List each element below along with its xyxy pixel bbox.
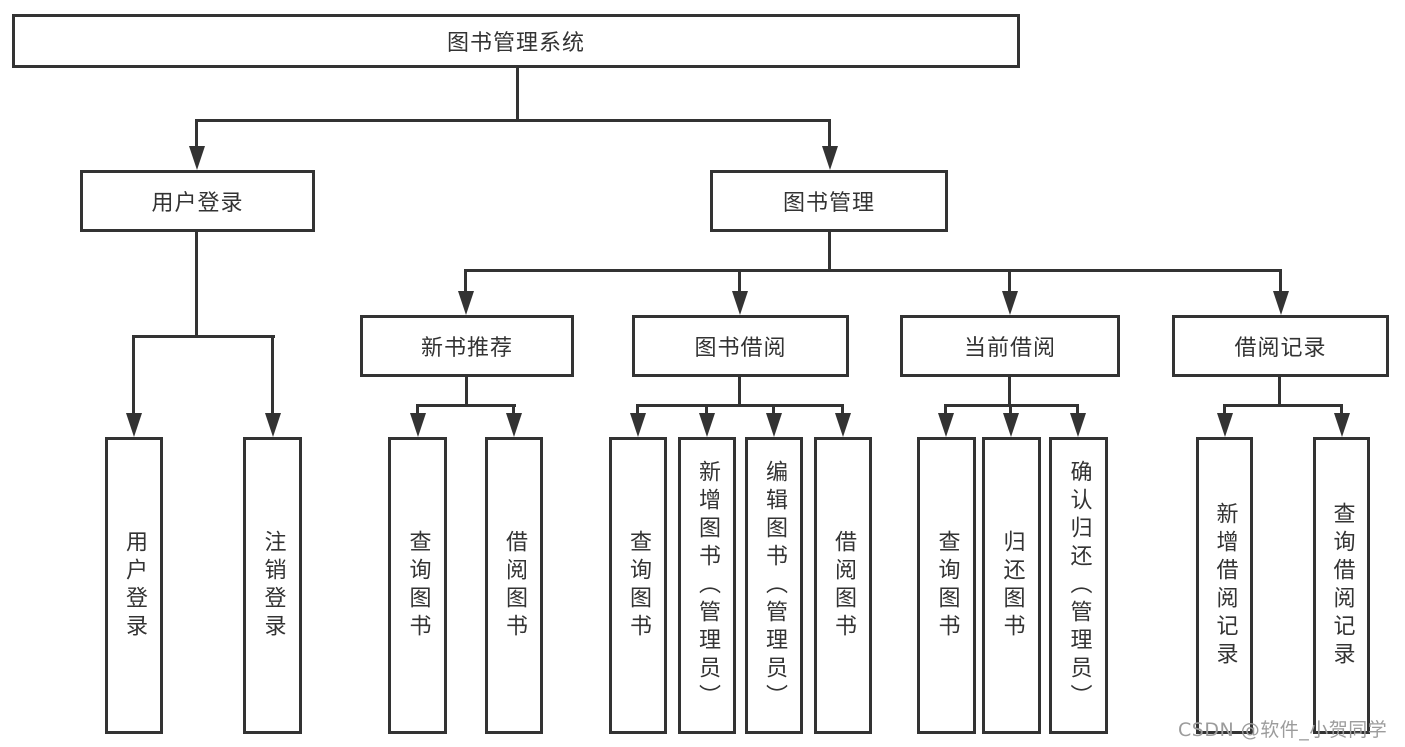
connector-arrow-rec-query-line [1340, 404, 1343, 415]
connector-arrow-nb-query-head [410, 413, 426, 437]
connector-arrow-nb-borrow-line [512, 404, 515, 415]
leaf-borrow-borrow-books-label: 借阅图书 [831, 529, 856, 642]
connector-arrow-borrow-head [732, 291, 748, 315]
leaf-borrow-query-books: 查询图书 [609, 437, 667, 734]
connector-arrow-user-login-head [189, 146, 205, 170]
connector-arrow-cb-return-line [1009, 404, 1012, 415]
node-book-management-label: 图书管理 [782, 191, 875, 216]
leaf-user-login: 用户登录 [105, 437, 163, 734]
node-current-borrow-label: 当前借阅 [963, 336, 1056, 361]
connector-arrow-cb-confirm-head [1070, 413, 1086, 437]
leaf-current-return-books: 归还图书 [982, 437, 1041, 734]
node-book-management: 图书管理 [710, 170, 948, 232]
leaf-borrow-borrow-books: 借阅图书 [814, 437, 872, 734]
node-book-borrow-label: 图书借阅 [694, 336, 787, 361]
connector-arrow-leaf-login-head [126, 413, 142, 437]
connector-arrow-leaf-login-line [132, 335, 135, 415]
connector-arrow-records-head [1273, 291, 1289, 315]
connector-arrow-bb-add-head [699, 413, 715, 437]
node-borrow-records-label: 借阅记录 [1234, 336, 1327, 361]
leaf-current-return-books-label: 归还图书 [999, 529, 1025, 642]
connector-arrow-cb-return-head [1003, 413, 1019, 437]
connector-root-stem [516, 68, 519, 121]
leaf-records-query-record-label: 查询借阅记录 [1329, 501, 1355, 670]
connector-arrow-rec-query-head [1334, 413, 1350, 437]
connector-arrow-bb-borrow-head [835, 413, 851, 437]
connector-arrow-current-line [1008, 269, 1011, 293]
connector-level2-branch [195, 119, 831, 122]
connector-arrow-nb-borrow-head [506, 413, 522, 437]
connector-arrow-new-book-head [458, 291, 474, 315]
connector-arrow-cb-query-line [944, 404, 947, 415]
connector-new-book-stem [465, 376, 468, 407]
connector-new-book-branch [416, 404, 516, 407]
connector-arrow-records-line [1279, 269, 1282, 293]
leaf-newbook-query-books-label: 查询图书 [405, 529, 431, 642]
leaf-newbook-borrow-books-label: 借阅图书 [502, 529, 527, 642]
connector-arrow-bb-query-head [630, 413, 646, 437]
node-new-book-recommend-label: 新书推荐 [420, 336, 513, 361]
connector-arrow-book-management-head [822, 146, 838, 170]
leaf-logout: 注销登录 [243, 437, 302, 734]
leaf-current-query-books: 查询图书 [917, 437, 976, 734]
leaf-user-login-label: 用户登录 [122, 529, 147, 642]
connector-arrow-bb-edit-line [772, 404, 775, 415]
leaf-logout-label: 注销登录 [260, 529, 286, 642]
leaf-borrow-query-books-label: 查询图书 [626, 529, 651, 642]
connector-book-management-stem [828, 231, 831, 272]
connector-borrow-branch [636, 404, 844, 407]
leaf-newbook-query-books: 查询图书 [388, 437, 447, 734]
node-book-borrow: 图书借阅 [632, 315, 849, 377]
connector-level3-branch [464, 269, 1282, 272]
node-root: 图书管理系统 [12, 14, 1020, 68]
connector-current-stem [1008, 376, 1011, 407]
connector-arrow-rec-add-head [1217, 413, 1233, 437]
connector-user-login-branch [132, 335, 275, 338]
leaf-current-query-books-label: 查询图书 [934, 529, 960, 642]
connector-arrow-bb-add-line [705, 404, 708, 415]
leaf-borrow-add-books-admin-label: 新增图书（管理员） [695, 459, 720, 712]
connector-arrow-cb-query-head [938, 413, 954, 437]
connector-arrow-borrow-line [738, 269, 741, 293]
leaf-records-query-record: 查询借阅记录 [1313, 437, 1370, 734]
connector-arrow-leaf-logout-line [271, 335, 274, 415]
connector-borrow-stem [738, 376, 741, 407]
leaf-records-add-record-label: 新增借阅记录 [1212, 501, 1238, 670]
connector-arrow-leaf-logout-head [265, 413, 281, 437]
leaf-newbook-borrow-books: 借阅图书 [485, 437, 543, 734]
connector-arrow-book-management-line [828, 119, 831, 148]
connector-arrow-new-book-line [464, 269, 467, 293]
connector-arrow-bb-borrow-line [841, 404, 844, 415]
connector-arrow-cb-confirm-line [1076, 404, 1079, 415]
leaf-borrow-edit-books-admin-label: 编辑图书（管理员） [762, 459, 787, 712]
connector-records-branch [1223, 404, 1343, 407]
node-new-book-recommend: 新书推荐 [360, 315, 574, 377]
connector-arrow-nb-query-line [416, 404, 419, 415]
connector-records-stem [1278, 376, 1281, 407]
connector-arrow-rec-add-line [1223, 404, 1226, 415]
node-user-login-label: 用户登录 [151, 191, 244, 216]
leaf-current-confirm-return-admin-label: 确认归还（管理员） [1066, 459, 1092, 712]
csdn-watermark: CSDN @软件_小贺同学 [1178, 719, 1388, 741]
leaf-records-add-record: 新增借阅记录 [1196, 437, 1253, 734]
connector-arrow-bb-query-line [636, 404, 639, 415]
connector-arrow-user-login-line [195, 119, 198, 148]
node-borrow-records: 借阅记录 [1172, 315, 1389, 377]
connector-user-login-stem [195, 231, 198, 338]
leaf-current-confirm-return-admin: 确认归还（管理员） [1049, 437, 1108, 734]
node-user-login: 用户登录 [80, 170, 315, 232]
node-root-label: 图书管理系统 [446, 31, 585, 56]
leaf-borrow-edit-books-admin: 编辑图书（管理员） [745, 437, 803, 734]
connector-arrow-bb-edit-head [766, 413, 782, 437]
connector-arrow-current-head [1002, 291, 1018, 315]
leaf-borrow-add-books-admin: 新增图书（管理员） [678, 437, 736, 734]
node-current-borrow: 当前借阅 [900, 315, 1120, 377]
